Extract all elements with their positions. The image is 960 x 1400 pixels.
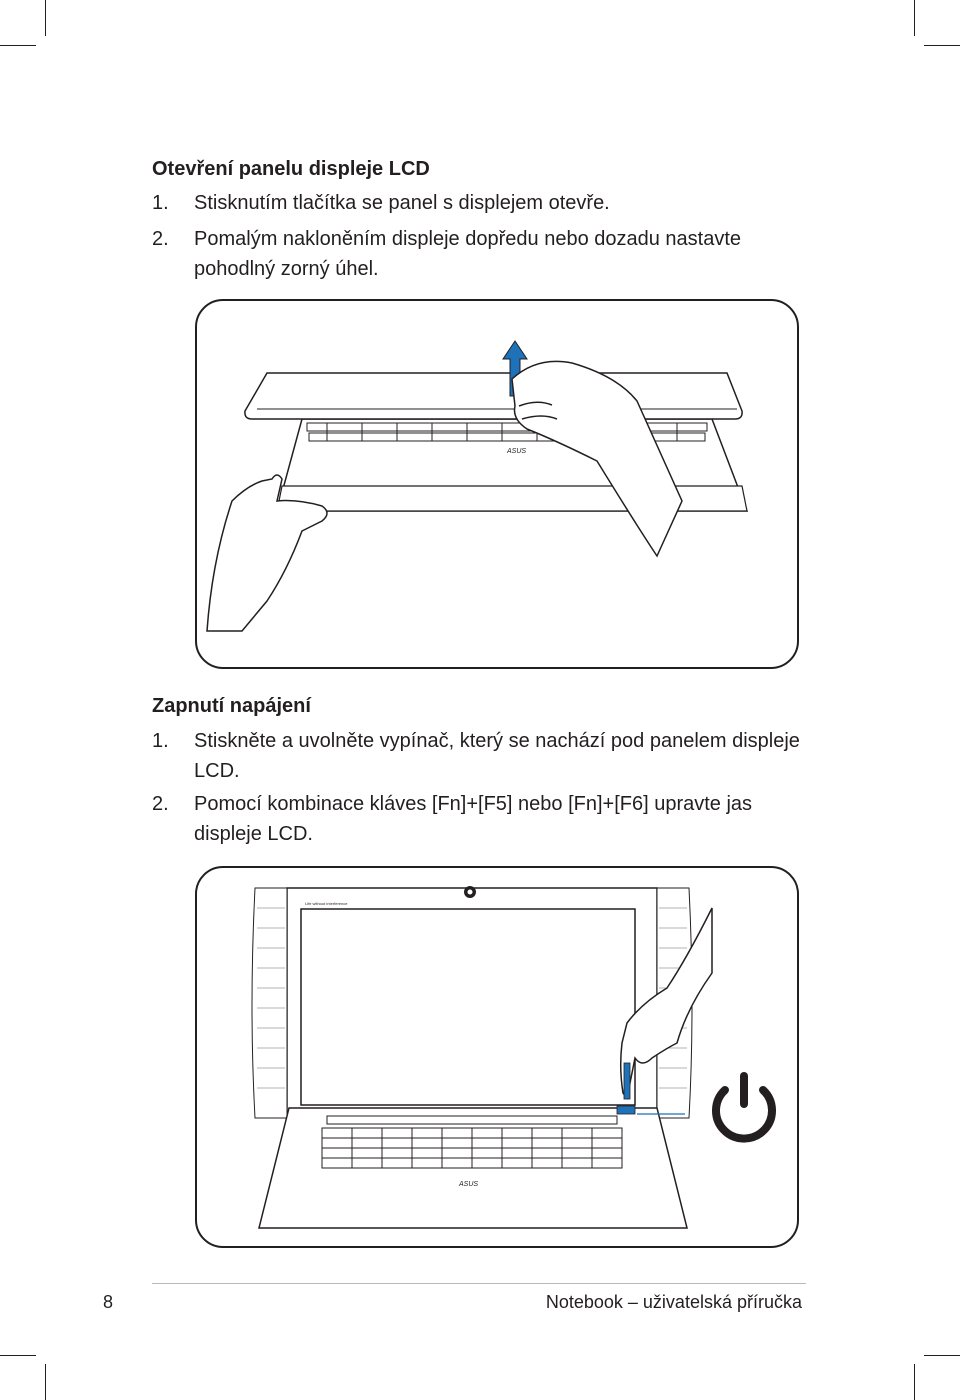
crop-mark <box>0 1355 36 1356</box>
section-heading: Otevření panelu displeje LCD <box>152 158 430 180</box>
screen-text: Life without interference <box>305 901 348 906</box>
laptop-open-icon: Life without interference <box>251 886 776 1229</box>
figure-power-on: Life without interference <box>195 866 799 1248</box>
section-heading: Zapnutí napájení <box>152 695 311 717</box>
laptop-closed-icon: ASUS <box>206 340 749 632</box>
crop-mark <box>45 1364 46 1400</box>
list-number: 2. <box>152 793 169 815</box>
list-text: Stisknutím tlačítka se panel s displejem… <box>194 192 610 214</box>
footer-title: Notebook – uživatelská příručka <box>545 1292 802 1312</box>
crop-mark <box>914 1364 915 1400</box>
list-number: 1. <box>152 730 169 752</box>
crop-mark <box>924 1355 960 1356</box>
hand-icon <box>511 360 683 558</box>
figure-open-display: ASUS <box>195 299 799 669</box>
list-text: Stiskněte a uvolněte vypínač, který se n… <box>194 730 800 782</box>
crop-mark <box>924 45 960 46</box>
crop-mark <box>914 0 915 36</box>
footer-rule <box>152 1283 806 1284</box>
list-number: 2. <box>152 228 169 250</box>
list-text: Pomalým nakloněním displeje dopředu nebo… <box>194 228 742 280</box>
power-icon <box>712 1072 776 1143</box>
page-number: 8 <box>103 1292 114 1312</box>
crop-mark <box>0 45 36 46</box>
crop-mark <box>45 0 46 36</box>
list-number: 1. <box>152 192 169 214</box>
asus-logo: ASUS <box>458 1181 478 1188</box>
list-text: Pomocí kombinace kláves [Fn]+[F5] nebo [… <box>194 793 753 845</box>
svg-text:ASUS: ASUS <box>506 448 526 455</box>
hand-icon <box>206 474 328 632</box>
